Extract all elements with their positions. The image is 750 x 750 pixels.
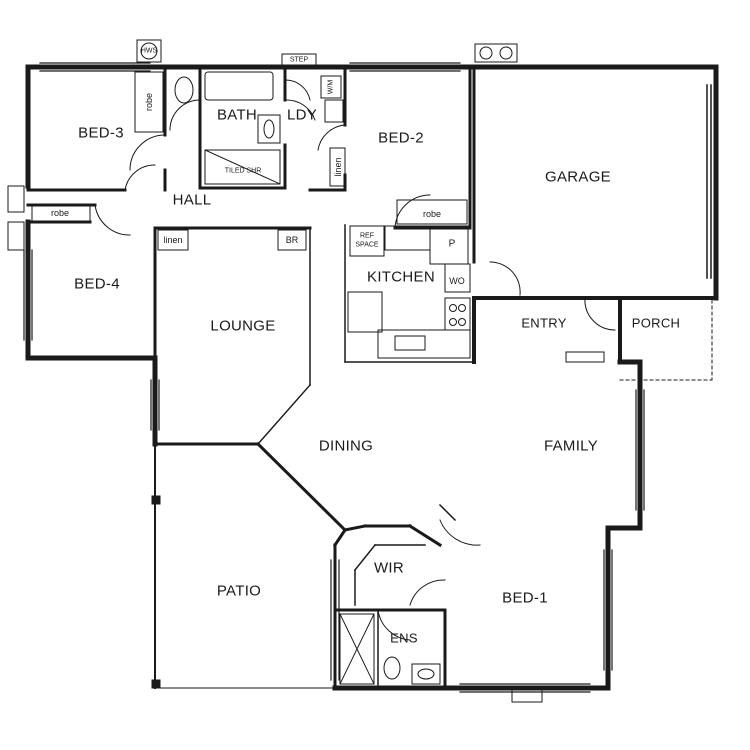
linen-label-laundry: linen [333,157,343,177]
exterior-walls [25,64,719,691]
windows [23,62,645,693]
room-label-bed-4: BED-4 [74,275,120,293]
ref-space-label-line1: REF [360,232,374,240]
interior-walls [26,65,476,690]
room-label-dining: DINING [318,437,374,455]
fixtures [7,39,713,703]
garage-door [706,84,712,279]
room-label-patio: PATIO [216,582,262,600]
room-label-bed-2: BED-2 [378,129,424,147]
room-label-bath: BATH [216,106,258,124]
door-swings [94,79,616,641]
room-label-lounge: LOUNGE [210,317,276,335]
hws-label: HWS [140,47,158,55]
washing-machine-label: W/M [327,79,335,95]
wall-oven-label: WO [449,276,465,286]
br-label: BR [285,235,299,245]
room-label-garage: GARAGE [545,168,611,186]
room-label-hall: HALL [172,191,212,209]
room-label-ldy: LDY [286,106,318,124]
room-label-bed-1: BED-1 [502,589,548,607]
pantry-label: P [448,238,456,250]
room-label-kitchen: KITCHEN [367,268,435,286]
room-label-wir: WIR [373,559,405,577]
robe-label-bed-4: robe [50,208,70,218]
tiled-shower-label: TILED SHR [224,167,262,175]
robe-label-bed-3: robe [144,92,154,112]
room-label-porch: PORCH [631,315,681,331]
room-label-entry: ENTRY [521,315,567,331]
ref-space-label-line2: SPACE [355,241,379,249]
robe-label-bed-2: robe [422,209,442,219]
step-label: STEP [289,56,309,64]
room-label-bed-3: BED-3 [78,124,124,142]
linen-label-hall: linen [163,235,183,245]
room-label-family: FAMILY [543,437,599,455]
room-label-ens: ENS [390,630,418,646]
